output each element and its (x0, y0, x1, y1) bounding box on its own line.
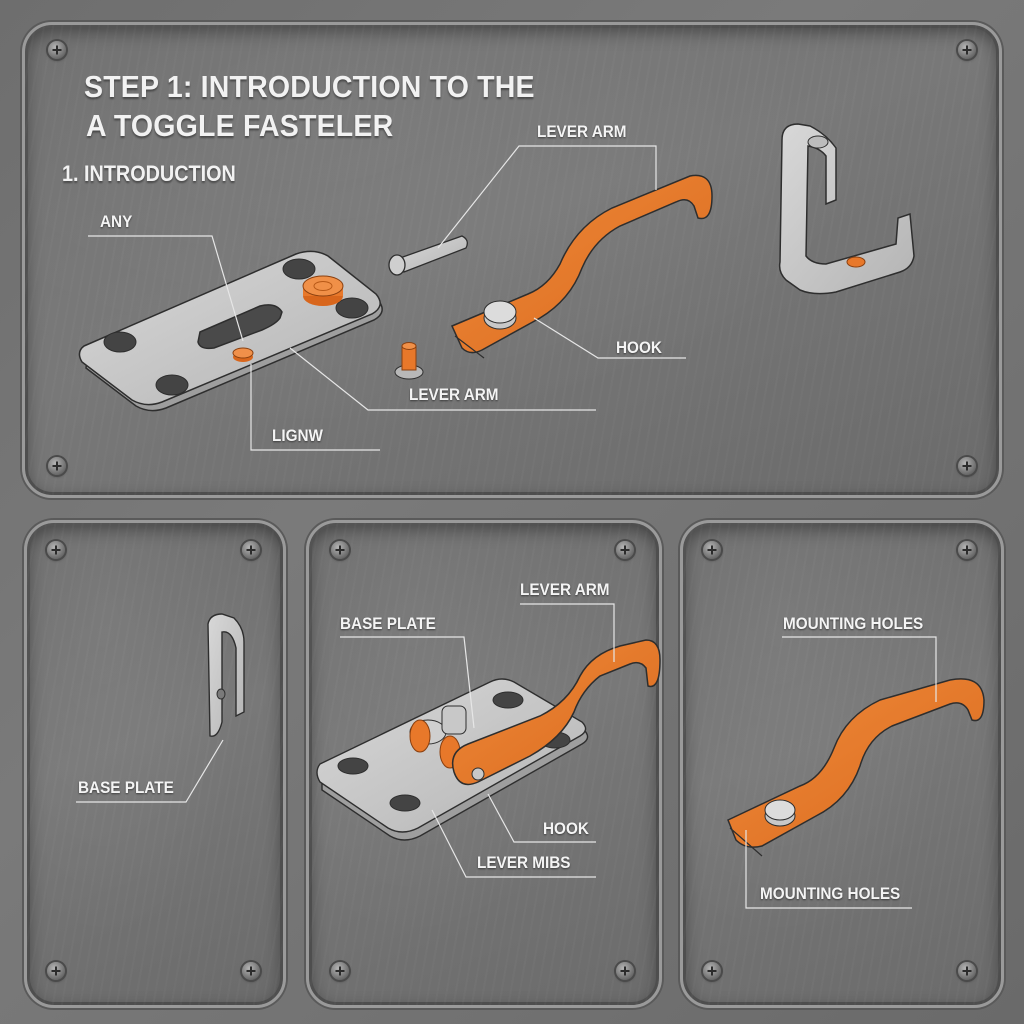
label-any: ANY (100, 212, 133, 231)
page-title-line2: A TOGGLE FASTELER (86, 108, 394, 143)
label-mounting-holes-bottom: MOUNTING HOLES (760, 884, 901, 903)
screw-icon (958, 541, 976, 559)
screw-icon (242, 541, 260, 559)
screw-icon (48, 41, 66, 59)
label-base-plate-left: BASE PLATE (78, 778, 174, 797)
leader-lines (88, 145, 686, 451)
label-lignw: LIGNW (272, 426, 323, 445)
lever-arm-icon (450, 174, 713, 359)
u-clip-icon (207, 613, 245, 737)
screw-icon (48, 457, 66, 475)
label-hook: HOOK (616, 338, 662, 357)
label-lever-arm-top: LEVER ARM (537, 122, 627, 141)
screw-icon (47, 962, 65, 980)
label-base-plate-middle: BASE PLATE (340, 614, 436, 633)
assembled-toggle-fastener-icon (316, 639, 661, 841)
small-bolt-icon (394, 342, 424, 380)
pin-icon (388, 235, 468, 276)
screw-icon (616, 962, 634, 980)
screw-icon (703, 962, 721, 980)
screw-icon (958, 41, 976, 59)
base-plate-icon (78, 250, 383, 412)
screw-icon (242, 962, 260, 980)
label-lever-arm-bottom: LEVER ARM (409, 385, 499, 404)
screw-icon (616, 541, 634, 559)
label-mounting-holes-top: MOUNTING HOLES (783, 614, 924, 633)
label-lever-mibs: LEVER MIBS (477, 853, 571, 872)
screw-icon (331, 962, 349, 980)
screw-icon (331, 541, 349, 559)
screw-icon (703, 541, 721, 559)
section-heading: 1. INTRODUCTION (62, 161, 236, 186)
screw-icon (47, 541, 65, 559)
bottom-left-panel (24, 520, 286, 1008)
screw-icon (958, 962, 976, 980)
label-hook-middle: HOOK (543, 819, 589, 838)
page-title-line1: STEP 1: INTRODUCTION TO THE (84, 69, 535, 104)
label-lever-arm-middle: LEVER ARM (520, 580, 610, 599)
bottom-right-panel (680, 520, 1004, 1008)
screw-icon (958, 457, 976, 475)
u-bracket-icon (778, 123, 915, 295)
lever-arm-icon (727, 678, 985, 857)
